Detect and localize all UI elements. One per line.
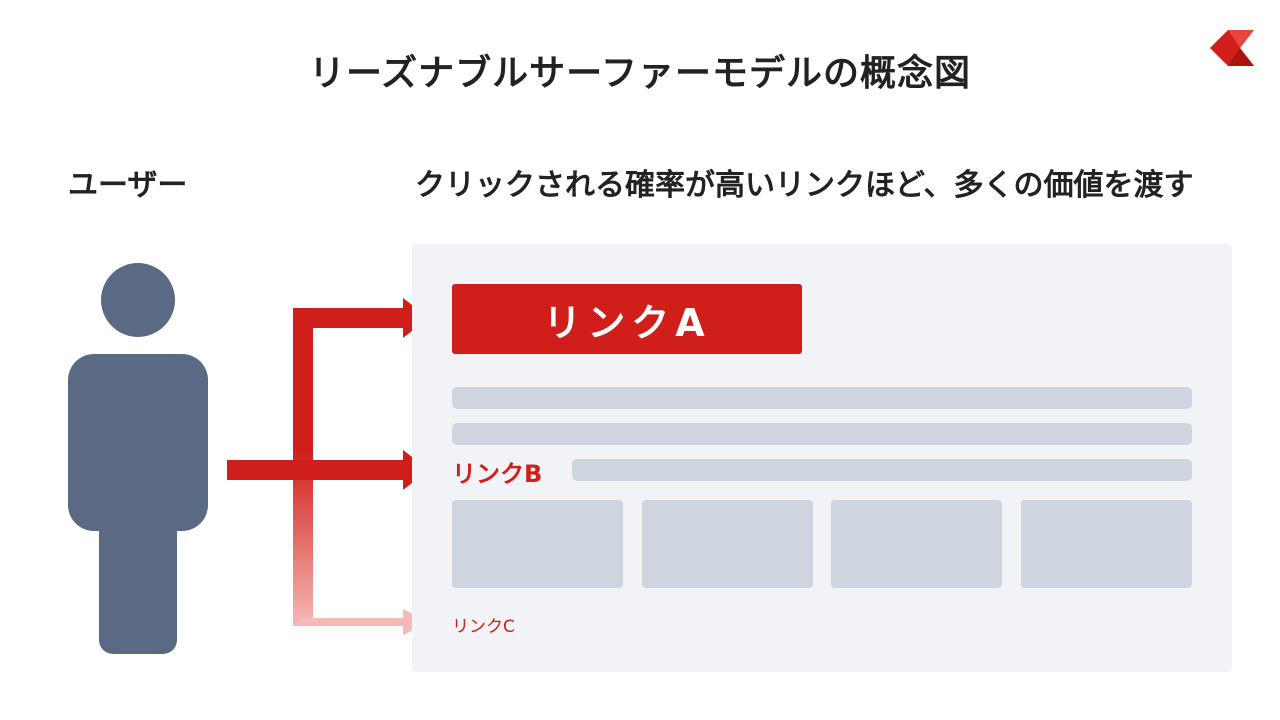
page-title: リーズナブルサーファーモデルの概念図 (308, 53, 972, 94)
arrow-b-shaft (227, 460, 405, 480)
page-heading: クリックされる確率が高いリンクほど、多くの価値を渡す (415, 168, 1194, 203)
content-tile (642, 500, 813, 588)
brand-logo-icon (1210, 30, 1254, 66)
user-heading: ユーザー (68, 168, 188, 203)
text-line-placeholder (572, 459, 1192, 481)
link-a-button[interactable]: リンクA (452, 284, 802, 354)
link-b-text[interactable]: リンクB (452, 460, 543, 488)
content-tile (831, 500, 1002, 588)
text-line-placeholder (452, 423, 1192, 445)
web-page-mockup: リンクA リンクB リンクC (412, 244, 1232, 672)
link-c-text[interactable]: リンクC (452, 617, 515, 637)
arrow-c-shaft (300, 618, 405, 626)
content-tile (1021, 500, 1192, 588)
link-flow-arrows (227, 298, 429, 635)
arrow-a-shaft (293, 308, 405, 328)
text-line-placeholder (452, 387, 1192, 409)
content-tile (452, 500, 623, 588)
person-icon (68, 263, 208, 654)
